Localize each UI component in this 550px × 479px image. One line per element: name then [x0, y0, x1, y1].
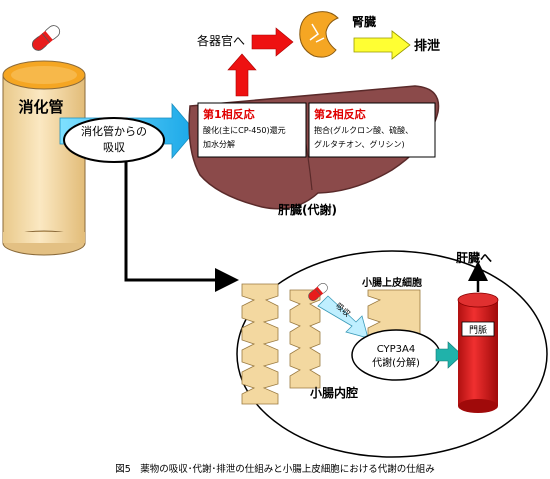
kidney-icon [299, 11, 339, 58]
to-kidney-arrow [251, 27, 294, 57]
kidney-label: 腎臓 [352, 14, 376, 29]
cyp3a4-line2: 代謝(分解) [372, 356, 420, 369]
villi-middle [289, 289, 321, 389]
to-liver-label: 肝臓へ [456, 250, 492, 265]
phase1-box [197, 102, 307, 158]
cyp3a4-line1: CYP3A4 [377, 344, 416, 355]
phase2-title: 第2相反応 [314, 107, 366, 121]
lumen-label: 小腸内腔 [310, 385, 358, 400]
phase1-line1: 酸化(主にCP-450)還元 [203, 125, 286, 135]
gi-tract-label: 消化管 [18, 98, 63, 116]
portal-vein-box [461, 321, 495, 337]
to-vessel-arrow [435, 341, 463, 369]
phase2-line1: 抱合(グルクロン酸、硫酸、 [314, 125, 413, 135]
blood-vessel [457, 292, 499, 413]
connector-line [124, 162, 239, 292]
gi-tract-cylinder [2, 60, 86, 256]
absorption-label-line1: 消化管からの [81, 124, 147, 138]
villi-left [241, 283, 279, 405]
phase2-line2: グルタチオン、グリシン) [314, 139, 405, 149]
phase1-line2: 加水分解 [203, 139, 235, 149]
phase2-box [308, 102, 436, 158]
absorption-label-line2: 吸収 [103, 141, 125, 154]
small-capsule-icon [308, 283, 328, 301]
organs-label: 各器官へ [197, 33, 245, 48]
excretion-arrow [353, 30, 411, 60]
cyp3a4-ellipse [351, 329, 441, 381]
liver-label: 肝臓(代謝) [278, 202, 337, 217]
excretion-label: 排泄 [414, 38, 440, 54]
portal-vein-label: 門脈 [469, 324, 487, 336]
diagonal-absorb-arrow [317, 295, 369, 339]
up-arrow [227, 53, 257, 97]
phase1-title: 第1相反応 [203, 107, 255, 121]
capsule-icon [31, 25, 61, 51]
absorption-ellipse [63, 117, 165, 163]
figure-caption: 図5 薬物の吸収･代謝･排泄の仕組みと小腸上皮細胞における代謝の仕組み [115, 463, 435, 475]
epithelial-label: 小腸上皮細胞 [361, 276, 422, 289]
